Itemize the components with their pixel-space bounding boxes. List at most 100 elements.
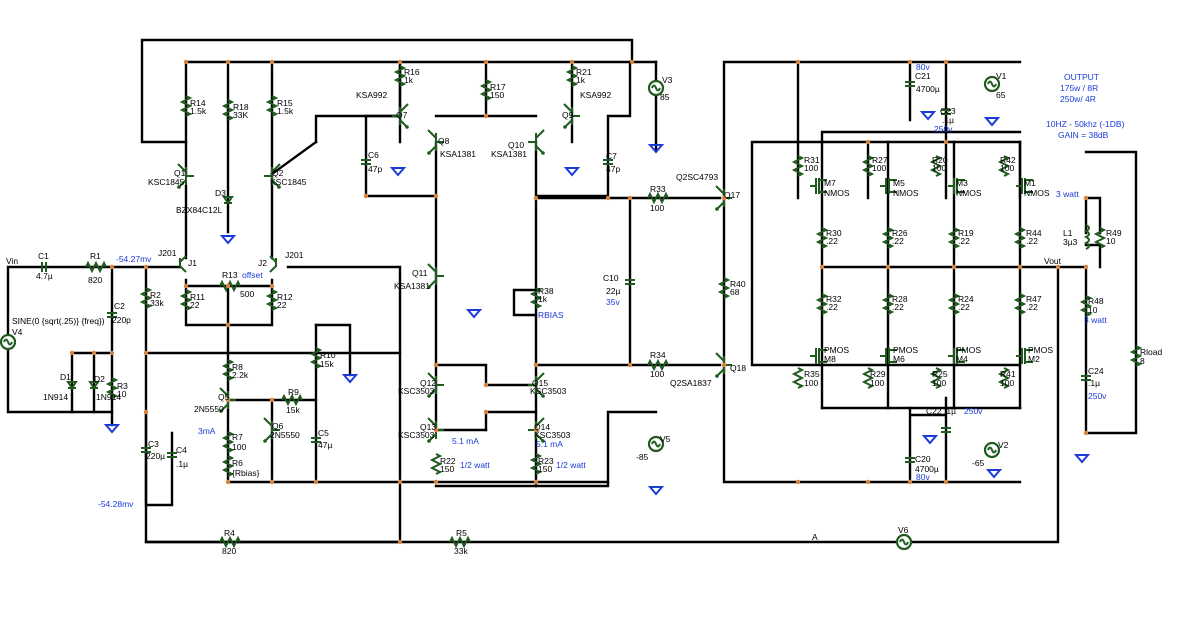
label-q11: Q11 bbox=[412, 268, 428, 278]
label-r13-value: 500 bbox=[240, 289, 254, 299]
v6-source-wave bbox=[899, 538, 909, 546]
label-v4-value: SINE(0 {sqrt(.25)} {freq}) bbox=[12, 316, 105, 326]
label-q18: Q18 bbox=[730, 363, 746, 373]
label-c22: C22 bbox=[926, 406, 942, 416]
c7-capacitor bbox=[603, 159, 613, 165]
c2-capacitor bbox=[107, 312, 117, 318]
junction-node bbox=[433, 427, 439, 433]
r2-resistor bbox=[139, 287, 153, 309]
q9-transistor-emitter bbox=[563, 125, 567, 129]
label-r6-value: {Rbias} bbox=[232, 468, 260, 478]
label-c24-rating: 250v bbox=[1088, 391, 1107, 401]
label-v6: V6 bbox=[898, 525, 909, 535]
q2-transistor-emitter bbox=[277, 185, 281, 189]
label-c22-value: .1µ bbox=[944, 406, 956, 416]
q5-transistor-emitter bbox=[219, 409, 223, 413]
c6-capacitor bbox=[361, 159, 371, 165]
label-c2-value: 220p bbox=[112, 315, 131, 325]
label-vbot: -54.28mv bbox=[98, 499, 134, 509]
m3-nmos bbox=[948, 178, 965, 194]
label-r13: R13 bbox=[222, 270, 238, 280]
q14-transistor-emitter bbox=[541, 439, 545, 443]
label-r32: R32 bbox=[826, 294, 842, 304]
label-r44: R44 bbox=[1026, 228, 1042, 238]
label-c3: C3 bbox=[148, 439, 159, 449]
label-r40-value: 68 bbox=[730, 287, 740, 297]
m6-pmos bbox=[880, 348, 897, 364]
label-q14: Q14 bbox=[534, 422, 550, 432]
junction-node bbox=[1055, 264, 1061, 270]
label-r48: R48 bbox=[1088, 296, 1104, 306]
junction-node bbox=[1017, 264, 1023, 270]
label-r16: R16 bbox=[404, 67, 420, 77]
r22-resistor bbox=[429, 453, 443, 475]
junction-node bbox=[483, 382, 489, 388]
r47-resistor bbox=[1013, 293, 1027, 315]
junction-node bbox=[721, 195, 727, 201]
junction-node bbox=[1083, 195, 1089, 201]
junction-node bbox=[397, 539, 403, 545]
label-c7-value: 47p bbox=[606, 164, 620, 174]
label-r24-value: .22 bbox=[958, 302, 970, 312]
r24-resistor bbox=[947, 293, 961, 315]
label-r32-value: .22 bbox=[826, 302, 838, 312]
label-d2-value: 1N914 bbox=[96, 392, 121, 402]
label-v3: V3 bbox=[662, 75, 673, 85]
junction-node bbox=[109, 264, 115, 270]
label-r47-value: .22 bbox=[1026, 302, 1038, 312]
label-c2: C2 bbox=[114, 301, 125, 311]
label-v5-value: -85 bbox=[636, 452, 649, 462]
r35-resistor bbox=[791, 367, 805, 389]
label-v1-value: 65 bbox=[996, 90, 1006, 100]
junction-node bbox=[225, 397, 231, 403]
junction-node bbox=[795, 59, 801, 65]
label-r26: R26 bbox=[892, 228, 908, 238]
label-r49-value: 10 bbox=[1106, 236, 1116, 246]
junction-node bbox=[433, 479, 439, 485]
junction-node bbox=[819, 264, 825, 270]
label-offset: offset bbox=[242, 270, 263, 280]
label-j1: J1 bbox=[188, 258, 197, 268]
label-m7-value: NMOS bbox=[824, 188, 850, 198]
r42-resistor bbox=[997, 155, 1011, 177]
r38-resistor bbox=[529, 287, 543, 309]
label-d3: D3 bbox=[215, 188, 226, 198]
c22-capacitor bbox=[941, 427, 951, 433]
label-c21: C21 bbox=[915, 71, 931, 81]
label-r2: R2 bbox=[150, 290, 161, 300]
r27-resistor bbox=[861, 155, 875, 177]
junction-node bbox=[143, 409, 149, 415]
junction-node bbox=[721, 362, 727, 368]
label-r34-value: 100 bbox=[650, 369, 664, 379]
r32-resistor bbox=[815, 293, 829, 315]
label-c23-value: .1µ bbox=[942, 115, 954, 125]
r5-resistor bbox=[449, 535, 471, 549]
label-r4: R4 bbox=[224, 528, 235, 538]
r48-resistor bbox=[1079, 295, 1093, 317]
r28-resistor bbox=[881, 293, 895, 315]
junction-node bbox=[433, 193, 439, 199]
r12-resistor bbox=[265, 289, 279, 311]
q12-transistor bbox=[427, 372, 444, 398]
label-r10-value: 15k bbox=[320, 359, 334, 369]
label-rbias: RBIAS bbox=[538, 310, 564, 320]
junction-node bbox=[951, 264, 957, 270]
label-m4: M4 bbox=[956, 354, 968, 364]
label-r26-value: .22 bbox=[892, 236, 904, 246]
label-r31: R31 bbox=[804, 155, 820, 165]
label-m2-value: PMOS bbox=[1028, 345, 1053, 355]
label-c23-rating: 250v bbox=[934, 124, 953, 134]
label-m8-value: PMOS bbox=[824, 345, 849, 355]
c24-capacitor bbox=[1081, 375, 1091, 381]
label-r44-value: .22 bbox=[1026, 236, 1038, 246]
junction-node bbox=[627, 362, 633, 368]
label-j1-value: J201 bbox=[158, 248, 177, 258]
r33-resistor bbox=[647, 191, 669, 205]
label-c1: C1 bbox=[38, 251, 49, 261]
label-w3: 3 watt bbox=[1056, 189, 1079, 199]
label-r20: R20 bbox=[932, 155, 948, 165]
label-r5-value: 33k bbox=[454, 546, 468, 556]
c4-capacitor bbox=[167, 452, 177, 458]
q1-transistor-emitter bbox=[177, 185, 181, 189]
c5-capacitor bbox=[311, 437, 321, 443]
